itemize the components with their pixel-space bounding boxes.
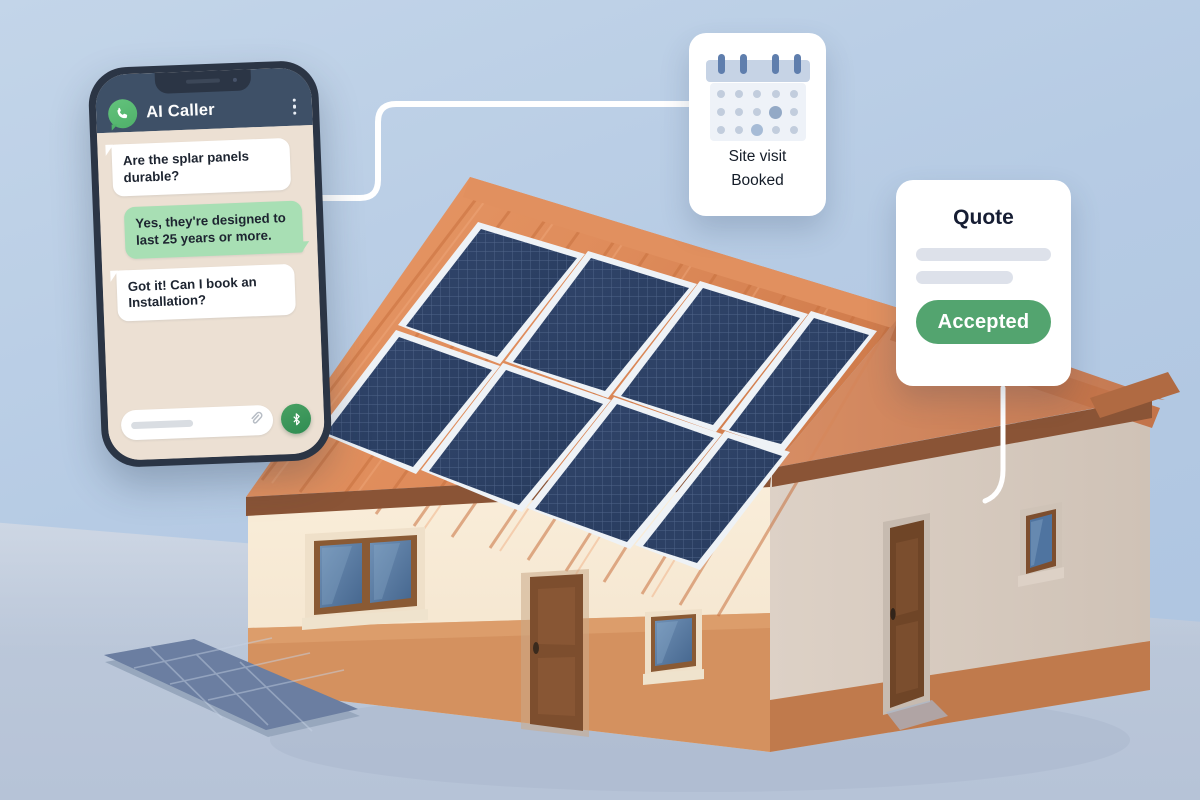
phone-notch <box>154 69 252 94</box>
chat-contact-name: AI Caller <box>145 100 216 121</box>
site-visit-label-line2: Booked <box>731 172 784 190</box>
calendar-day-grid <box>715 88 801 136</box>
input-placeholder-bar <box>130 419 194 429</box>
calendar-ring <box>739 54 747 74</box>
paperclip-icon[interactable] <box>248 410 264 431</box>
message-input[interactable] <box>120 404 274 441</box>
chat-bubble-outgoing: Yes, they're designed to last 25 years o… <box>123 200 304 259</box>
quote-accepted-button[interactable]: Accepted <box>916 300 1051 344</box>
calendar-ring <box>793 54 801 74</box>
quote-placeholder-line <box>916 271 1014 284</box>
quote-placeholder-line <box>916 248 1051 261</box>
calendar-ring <box>771 54 779 74</box>
chat-header-bar: AI Caller <box>94 66 313 134</box>
whatsapp-phone-icon <box>107 98 138 129</box>
chat-bubble-incoming: Got it! Can I book an Installation? <box>116 263 297 322</box>
front-camera <box>232 77 238 82</box>
site-visit-card[interactable]: Site visit Booked <box>689 33 826 216</box>
chat-bubble-incoming: Are the splar panels durable? <box>111 137 292 197</box>
site-visit-label-line1: Site visit <box>728 148 787 165</box>
calendar-icon <box>702 46 814 143</box>
chat-input-bar <box>107 394 326 462</box>
earpiece-speaker <box>185 78 221 84</box>
voice-send-button[interactable] <box>280 403 312 435</box>
calendar-header-band <box>705 60 810 82</box>
chat-message-list: Are the splar panels durable? Yes, they'… <box>96 124 324 404</box>
phone-screen: AI Caller Are the splar panels durable? … <box>94 66 326 462</box>
kebab-menu-icon[interactable] <box>292 98 300 115</box>
calendar-ring <box>717 54 725 74</box>
quote-card[interactable]: Quote Accepted <box>896 180 1071 386</box>
phone-mockup: AI Caller Are the splar panels durable? … <box>87 59 333 469</box>
quote-card-title: Quote <box>953 206 1014 229</box>
